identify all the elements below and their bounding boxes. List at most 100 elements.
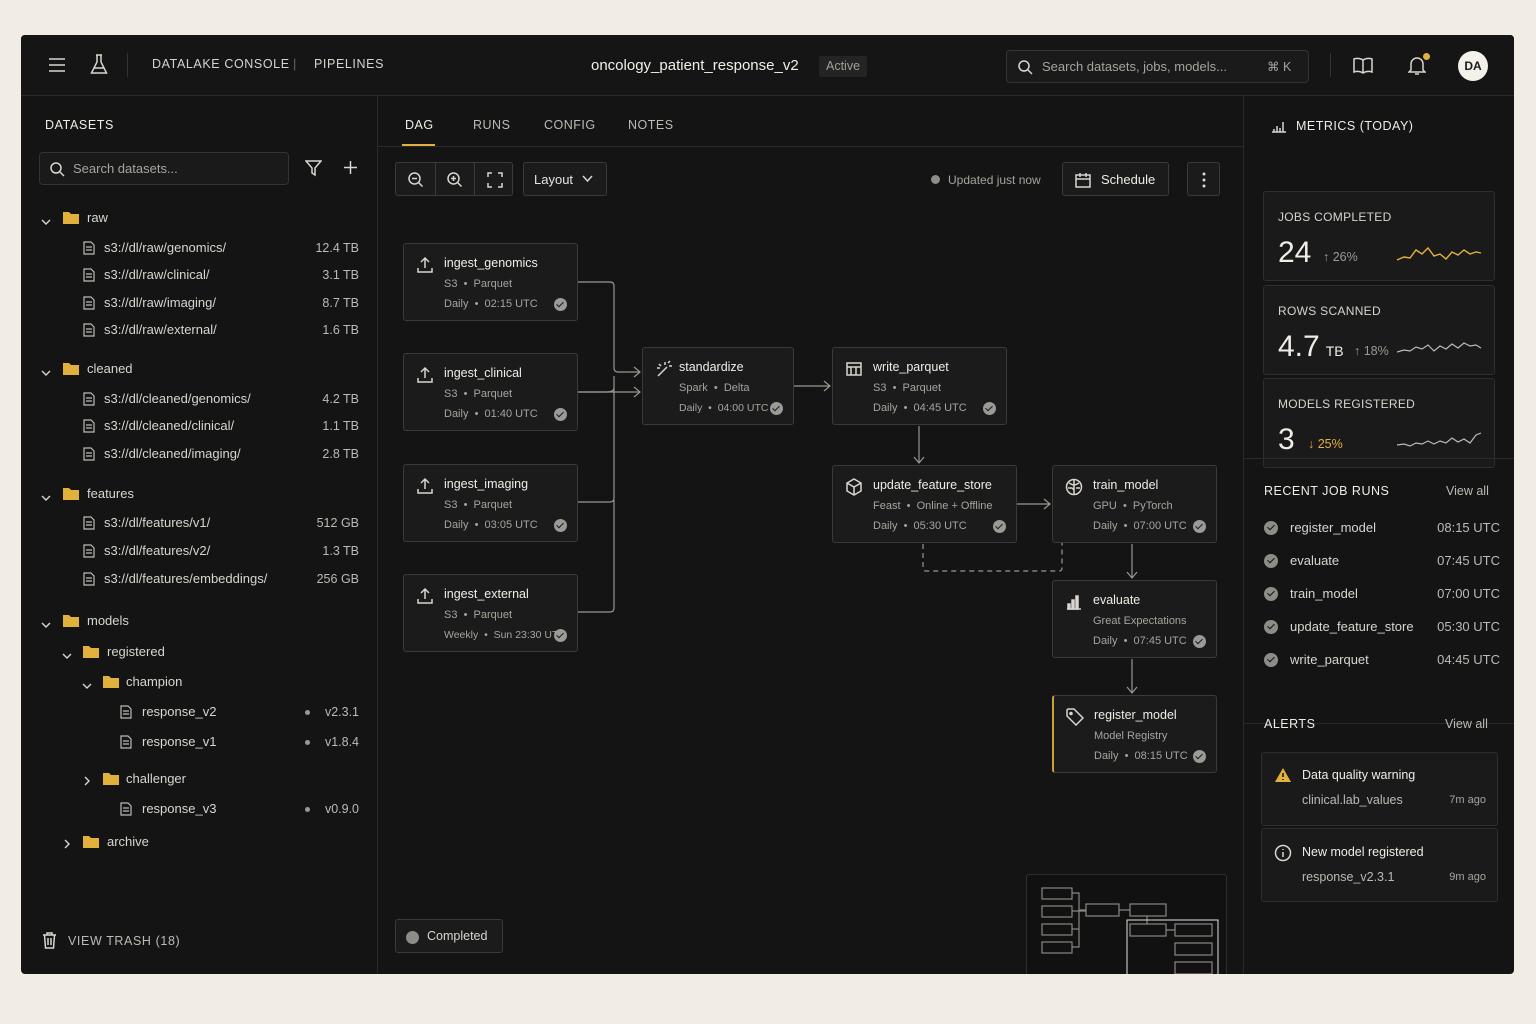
tab-runs[interactable]: RUNS: [473, 118, 511, 132]
view-trash-link[interactable]: VIEW TRASH (18): [68, 934, 181, 948]
tree-folder-registered[interactable]: registered: [21, 639, 378, 665]
node-title: ingest_imaging: [444, 477, 529, 491]
node-evaluate[interactable]: evaluate Great Expectations Daily • 07:4…: [1052, 580, 1217, 658]
tree-file[interactable]: s3://dl/features/embeddings/256 GB: [21, 566, 378, 592]
node-schedule: Daily • 01:40 UTC: [444, 408, 538, 420]
node-ingest-genomics[interactable]: ingest_genomics S3 • Parquet Daily • 02:…: [403, 243, 578, 321]
layout-dropdown[interactable]: Layout: [523, 162, 607, 196]
alert-card-new-model[interactable]: New model registered response_v2.3.1 9m …: [1261, 828, 1498, 902]
node-ingest-imaging[interactable]: ingest_imaging S3 • Parquet Daily • 03:0…: [403, 464, 578, 542]
completed-legend[interactable]: Completed: [395, 919, 503, 953]
node-schedule: Weekly • Sun 23:30 UTC: [444, 629, 566, 641]
tab-config[interactable]: CONFIG: [544, 118, 596, 132]
success-check-icon: [1264, 521, 1278, 535]
success-check-icon: [1193, 635, 1206, 648]
alert-card-data-quality[interactable]: Data quality warning clinical.lab_values…: [1261, 752, 1498, 826]
file-icon: [83, 296, 95, 313]
success-check-icon: [554, 408, 567, 421]
menu-icon[interactable]: [48, 57, 66, 73]
warning-icon: [1275, 768, 1291, 782]
avatar[interactable]: DA: [1458, 51, 1488, 81]
node-ingest-external[interactable]: ingest_external S3 • Parquet Weekly • Su…: [403, 574, 578, 652]
tree-folder-archive[interactable]: archive: [21, 829, 378, 855]
tree-file[interactable]: s3://dl/raw/clinical/3.1 TB: [21, 262, 378, 288]
bell-icon[interactable]: [1408, 55, 1426, 76]
chevron-right-icon[interactable]: [84, 774, 91, 789]
node-register-model[interactable]: register_model Model Registry Daily • 08…: [1052, 695, 1217, 773]
alerts-view-all[interactable]: View all: [1445, 717, 1488, 731]
tree-file[interactable]: s3://dl/raw/external/1.6 TB: [21, 317, 378, 343]
tree-file[interactable]: s3://dl/raw/imaging/8.7 TB: [21, 290, 378, 316]
tree-file[interactable]: s3://dl/features/v1/512 GB: [21, 510, 378, 536]
book-icon[interactable]: [1353, 57, 1373, 74]
tree-folder-champion[interactable]: champion: [21, 669, 378, 695]
tree-size: 12.4 TB: [315, 241, 359, 255]
chevron-down-icon[interactable]: [41, 365, 51, 380]
tree-folder-features[interactable]: features: [21, 481, 378, 507]
run-name: train_model: [1290, 586, 1358, 601]
breadcrumb-pipelines[interactable]: PIPELINES: [314, 57, 385, 71]
tree-size: 1.1 TB: [322, 419, 359, 433]
upload-icon: [417, 256, 433, 273]
node-write-parquet[interactable]: write_parquet S3 • Parquet Daily • 04:45…: [832, 347, 1007, 425]
file-icon: [83, 572, 95, 589]
node-ingest-clinical[interactable]: ingest_clinical S3 • Parquet Daily • 01:…: [403, 353, 578, 431]
chevron-down-icon[interactable]: [41, 490, 51, 505]
tree-file[interactable]: s3://dl/cleaned/clinical/1.1 TB: [21, 413, 378, 439]
tree-label: champion: [126, 674, 183, 689]
tree-file[interactable]: s3://dl/features/v2/1.3 TB: [21, 538, 378, 564]
filter-icon[interactable]: [305, 160, 322, 177]
tree-file[interactable]: s3://dl/cleaned/imaging/2.8 TB: [21, 441, 378, 467]
sparkline: [1396, 342, 1482, 353]
bar-chart-icon: [1067, 595, 1081, 610]
fit-screen-icon[interactable]: [487, 172, 503, 188]
tree-size: 8.7 TB: [322, 296, 359, 310]
chevron-down-icon[interactable]: [82, 678, 92, 693]
tree-folder-raw[interactable]: raw: [21, 205, 378, 231]
tab-dag[interactable]: DAG: [405, 118, 434, 132]
zoom-in-icon[interactable]: [447, 172, 463, 188]
more-options-button[interactable]: [1187, 162, 1220, 196]
minimap[interactable]: [1026, 874, 1227, 974]
global-search-input[interactable]: Search datasets, jobs, models... ⌘ K: [1006, 50, 1309, 83]
metric-card-models: MODELS REGISTERED 3 ↓ 25%: [1263, 378, 1495, 468]
chevron-down-icon[interactable]: [41, 214, 51, 229]
brand-label[interactable]: DATALAKE CONSOLE: [152, 57, 290, 71]
file-icon: [83, 268, 95, 285]
node-update-feature-store[interactable]: update_feature_store Feast • Online + Of…: [832, 465, 1017, 543]
tree-folder-models[interactable]: models: [21, 608, 378, 634]
node-schedule: Daily • 08:15 UTC: [1094, 750, 1188, 762]
tree-file[interactable]: s3://dl/cleaned/genomics/4.2 TB: [21, 386, 378, 412]
folder-icon: [83, 835, 99, 851]
node-train-model[interactable]: train_model GPU • PyTorch Daily • 07:00 …: [1052, 465, 1217, 543]
trash-icon[interactable]: [42, 932, 57, 949]
tree-file[interactable]: s3://dl/raw/genomics/12.4 TB: [21, 235, 378, 261]
chevron-down-icon[interactable]: [41, 617, 51, 632]
completed-check-icon: [406, 931, 419, 944]
tree-folder-challenger[interactable]: challenger: [21, 766, 378, 792]
tab-notes[interactable]: NOTES: [628, 118, 674, 132]
top-bar: DATALAKE CONSOLE | PIPELINES oncology_pa…: [21, 35, 1514, 96]
more-vertical-icon: [1202, 172, 1206, 188]
tree-label: response_v3: [142, 801, 217, 816]
chevron-right-icon[interactable]: [64, 837, 71, 852]
updated-status: Updated just now: [948, 173, 1041, 187]
zoom-out-icon[interactable]: [408, 172, 424, 188]
chevron-down-icon[interactable]: [62, 648, 72, 663]
dataset-search-input[interactable]: Search datasets...: [39, 152, 289, 185]
tree-folder-cleaned[interactable]: cleaned: [21, 356, 378, 382]
add-icon[interactable]: [343, 160, 358, 175]
node-title: evaluate: [1093, 593, 1141, 607]
node-standardize[interactable]: standardize Spark • Delta Daily • 04:00 …: [642, 347, 794, 425]
recent-runs-view-all[interactable]: View all: [1446, 484, 1489, 498]
schedule-button[interactable]: Schedule: [1062, 162, 1169, 196]
